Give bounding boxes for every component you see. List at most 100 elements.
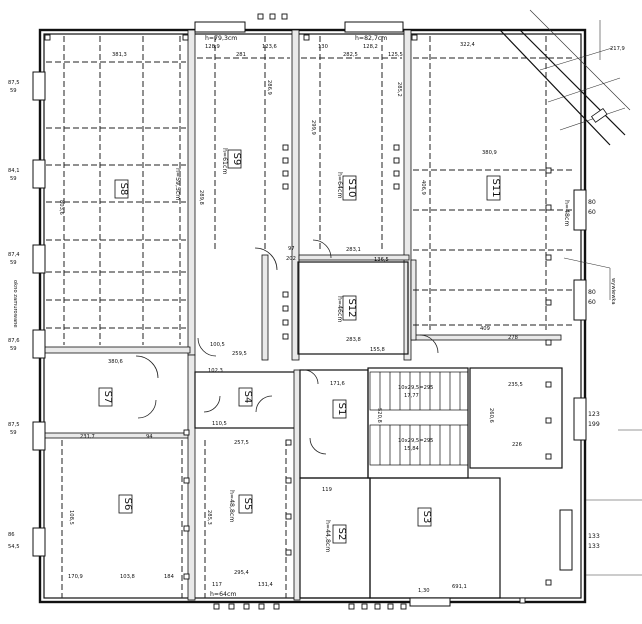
dim-278: 278 — [508, 335, 518, 341]
dim-2825: 282,5 — [343, 52, 358, 58]
dim-3809: 380,9 — [482, 150, 497, 156]
room-s8: S8 — [118, 183, 129, 196]
outer-walls — [38, 28, 587, 604]
dim-3224: 322,4 — [460, 42, 476, 48]
dim-202: 202 — [286, 256, 296, 262]
interior-walls — [39, 29, 563, 601]
windows-right — [559, 189, 642, 576]
dim-184: 184 — [164, 574, 175, 580]
left-a2: 59 — [10, 88, 17, 94]
dim-1105: 110,5 — [212, 421, 227, 427]
dim-2595: 259,5 — [232, 351, 247, 357]
dimension-labels: 381,3 281 128,9 123,6 130 282,5 128,2 12… — [58, 42, 625, 594]
doors — [135, 239, 439, 455]
dim-2575: 257,5 — [234, 440, 249, 446]
dim-2852: 285,2 — [396, 82, 402, 97]
dim-1236: 123,6 — [262, 44, 277, 50]
dim-2606: 260,6 — [488, 408, 494, 423]
room-labels: S8 S9 S10 S11 S12 S7 S4 S1 S6 S5 S2 S3 — [98, 149, 501, 544]
dim-3806: 380,6 — [108, 359, 123, 365]
dim-1038: 103,8 — [120, 574, 135, 580]
dim-st2: 10x29,5=295 — [398, 438, 433, 444]
dim-1023: 102,3 — [208, 368, 223, 374]
room-s10: S10 — [346, 178, 357, 197]
height-h1: h=79,3cm — [205, 35, 237, 42]
dim-2898: 289,8 — [198, 190, 204, 205]
dim-1289: 128,9 — [205, 44, 220, 50]
room-s11: S11 — [490, 178, 501, 197]
dim-130: 130 — [318, 44, 328, 50]
dim-1558: 155,8 — [370, 347, 385, 353]
dim-2317: 231,7 — [80, 434, 95, 440]
dim-4069: 406,9 — [420, 180, 426, 195]
dim-2853: 285,3 — [206, 510, 212, 525]
dim-2869: 286,9 — [266, 80, 272, 95]
dim-1314: 131,4 — [258, 582, 274, 588]
height-s2: h=44,8cm — [324, 520, 331, 552]
dim-2954: 295,4 — [234, 570, 250, 576]
room-s3: S3 — [421, 511, 432, 524]
dim-1709: 170,9 — [68, 574, 83, 580]
left-note: okno zamurowane — [12, 280, 18, 328]
dim-94: 94 — [146, 434, 153, 440]
room-s5: S5 — [242, 498, 253, 511]
dim-1716: 171,6 — [330, 381, 345, 387]
right-w4a: 133 — [588, 533, 600, 540]
diagonal-structure — [499, 9, 631, 146]
right-w2b: 60 — [588, 299, 596, 306]
left-edge-labels: 87,5 59 84,1 59 87,4 59 87,6 59 87,5 59 … — [8, 80, 20, 550]
dim-381: 381,3 — [112, 52, 127, 58]
dim-2831: 283,1 — [346, 247, 361, 253]
windows-left — [32, 71, 46, 557]
dim-1255: 125,5 — [388, 52, 403, 58]
height-s11: h=48cm — [563, 200, 570, 226]
height-s12: h=46cm — [336, 296, 343, 322]
height-s8: h=59,5cm — [174, 168, 181, 200]
dim-117: 117 — [212, 582, 222, 588]
height-h3: h=64cm — [210, 591, 236, 598]
dim-st2b: 15,84 — [404, 446, 420, 452]
room-s7: S7 — [102, 391, 113, 404]
left-a1: 87,5 — [8, 80, 20, 86]
right-w2a: 80 — [588, 289, 596, 296]
dim-6911: 691,1 — [452, 584, 467, 590]
dim-97: 97 — [288, 246, 295, 252]
room-s1: S1 — [336, 403, 347, 416]
left-f2: 54,5 — [8, 544, 20, 550]
right-w3a: 123 — [588, 411, 600, 418]
left-f1: 86 — [8, 532, 15, 538]
room-s9: S9 — [231, 153, 242, 166]
height-s9: h=61cm — [221, 148, 228, 174]
windows-top-bottom — [194, 21, 451, 607]
dim-st1: 10x29,5=295 — [398, 385, 433, 391]
left-c2: 59 — [10, 260, 17, 266]
dim-119: 119 — [322, 487, 332, 493]
dim-8036: 803,6 — [58, 200, 64, 215]
dim-st1b: 17,77 — [404, 393, 419, 399]
left-b1: 84,1 — [8, 168, 20, 174]
dim-1282: 128,2 — [363, 44, 378, 50]
dim-1303: 1,30 — [418, 588, 430, 594]
height-h2: h=82,7cm — [355, 35, 387, 42]
dim-2179: 217,9 — [610, 46, 625, 52]
left-b2: 59 — [10, 176, 17, 182]
dim-2355: 235,5 — [508, 382, 523, 388]
column-markers — [44, 13, 552, 610]
height-s5: h=48,8cm — [228, 490, 235, 522]
dim-1085: 108,5 — [68, 510, 74, 525]
right-w3b: 199 — [588, 421, 600, 428]
left-c1: 87,4 — [8, 252, 20, 258]
room-s4: S4 — [242, 391, 253, 404]
right-wywiewka: wywiewka — [610, 278, 616, 305]
left-e1: 87,5 — [8, 422, 20, 428]
room-s12: S12 — [346, 298, 357, 317]
dim-1005: 100,5 — [210, 342, 225, 348]
height-labels: h=79,3cm h=82,7cm h=64cm h=61cm h=64cm h… — [174, 35, 570, 598]
dim-2999: 299,9 — [310, 120, 316, 135]
staircase — [369, 371, 469, 466]
dim-2838: 283,8 — [346, 337, 361, 343]
dim-281: 281 — [236, 52, 246, 58]
room-s2: S2 — [336, 528, 347, 541]
right-edge-labels: 80 60 80 60 123 199 133 133 wywiewka — [588, 199, 616, 550]
